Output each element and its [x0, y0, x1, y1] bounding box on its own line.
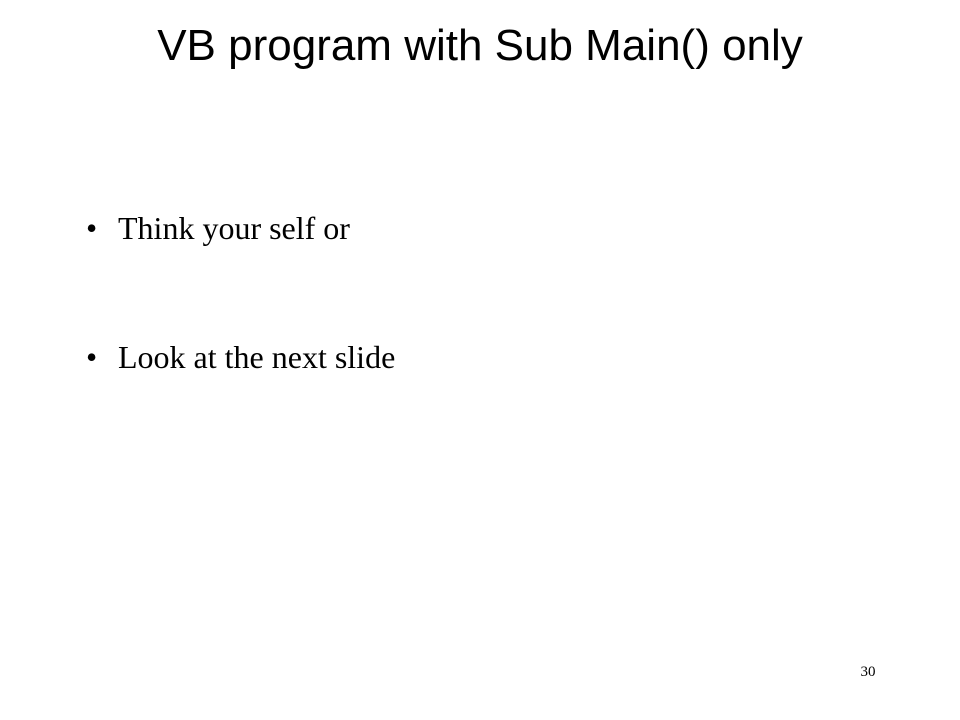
bullet-icon: •	[86, 339, 98, 375]
bullet-text: Look at the next slide	[118, 339, 396, 375]
bullet-list: • Think your self or • Look at the next …	[86, 200, 395, 385]
slide-title: VB program with Sub Main() only	[157, 21, 803, 70]
bullet-text: Think your self or	[118, 210, 350, 246]
slide-number: 30	[860, 664, 876, 680]
bullet-icon: •	[86, 210, 98, 246]
bullet-item: • Think your self or	[86, 200, 395, 256]
bullet-item: • Look at the next slide	[86, 329, 395, 385]
